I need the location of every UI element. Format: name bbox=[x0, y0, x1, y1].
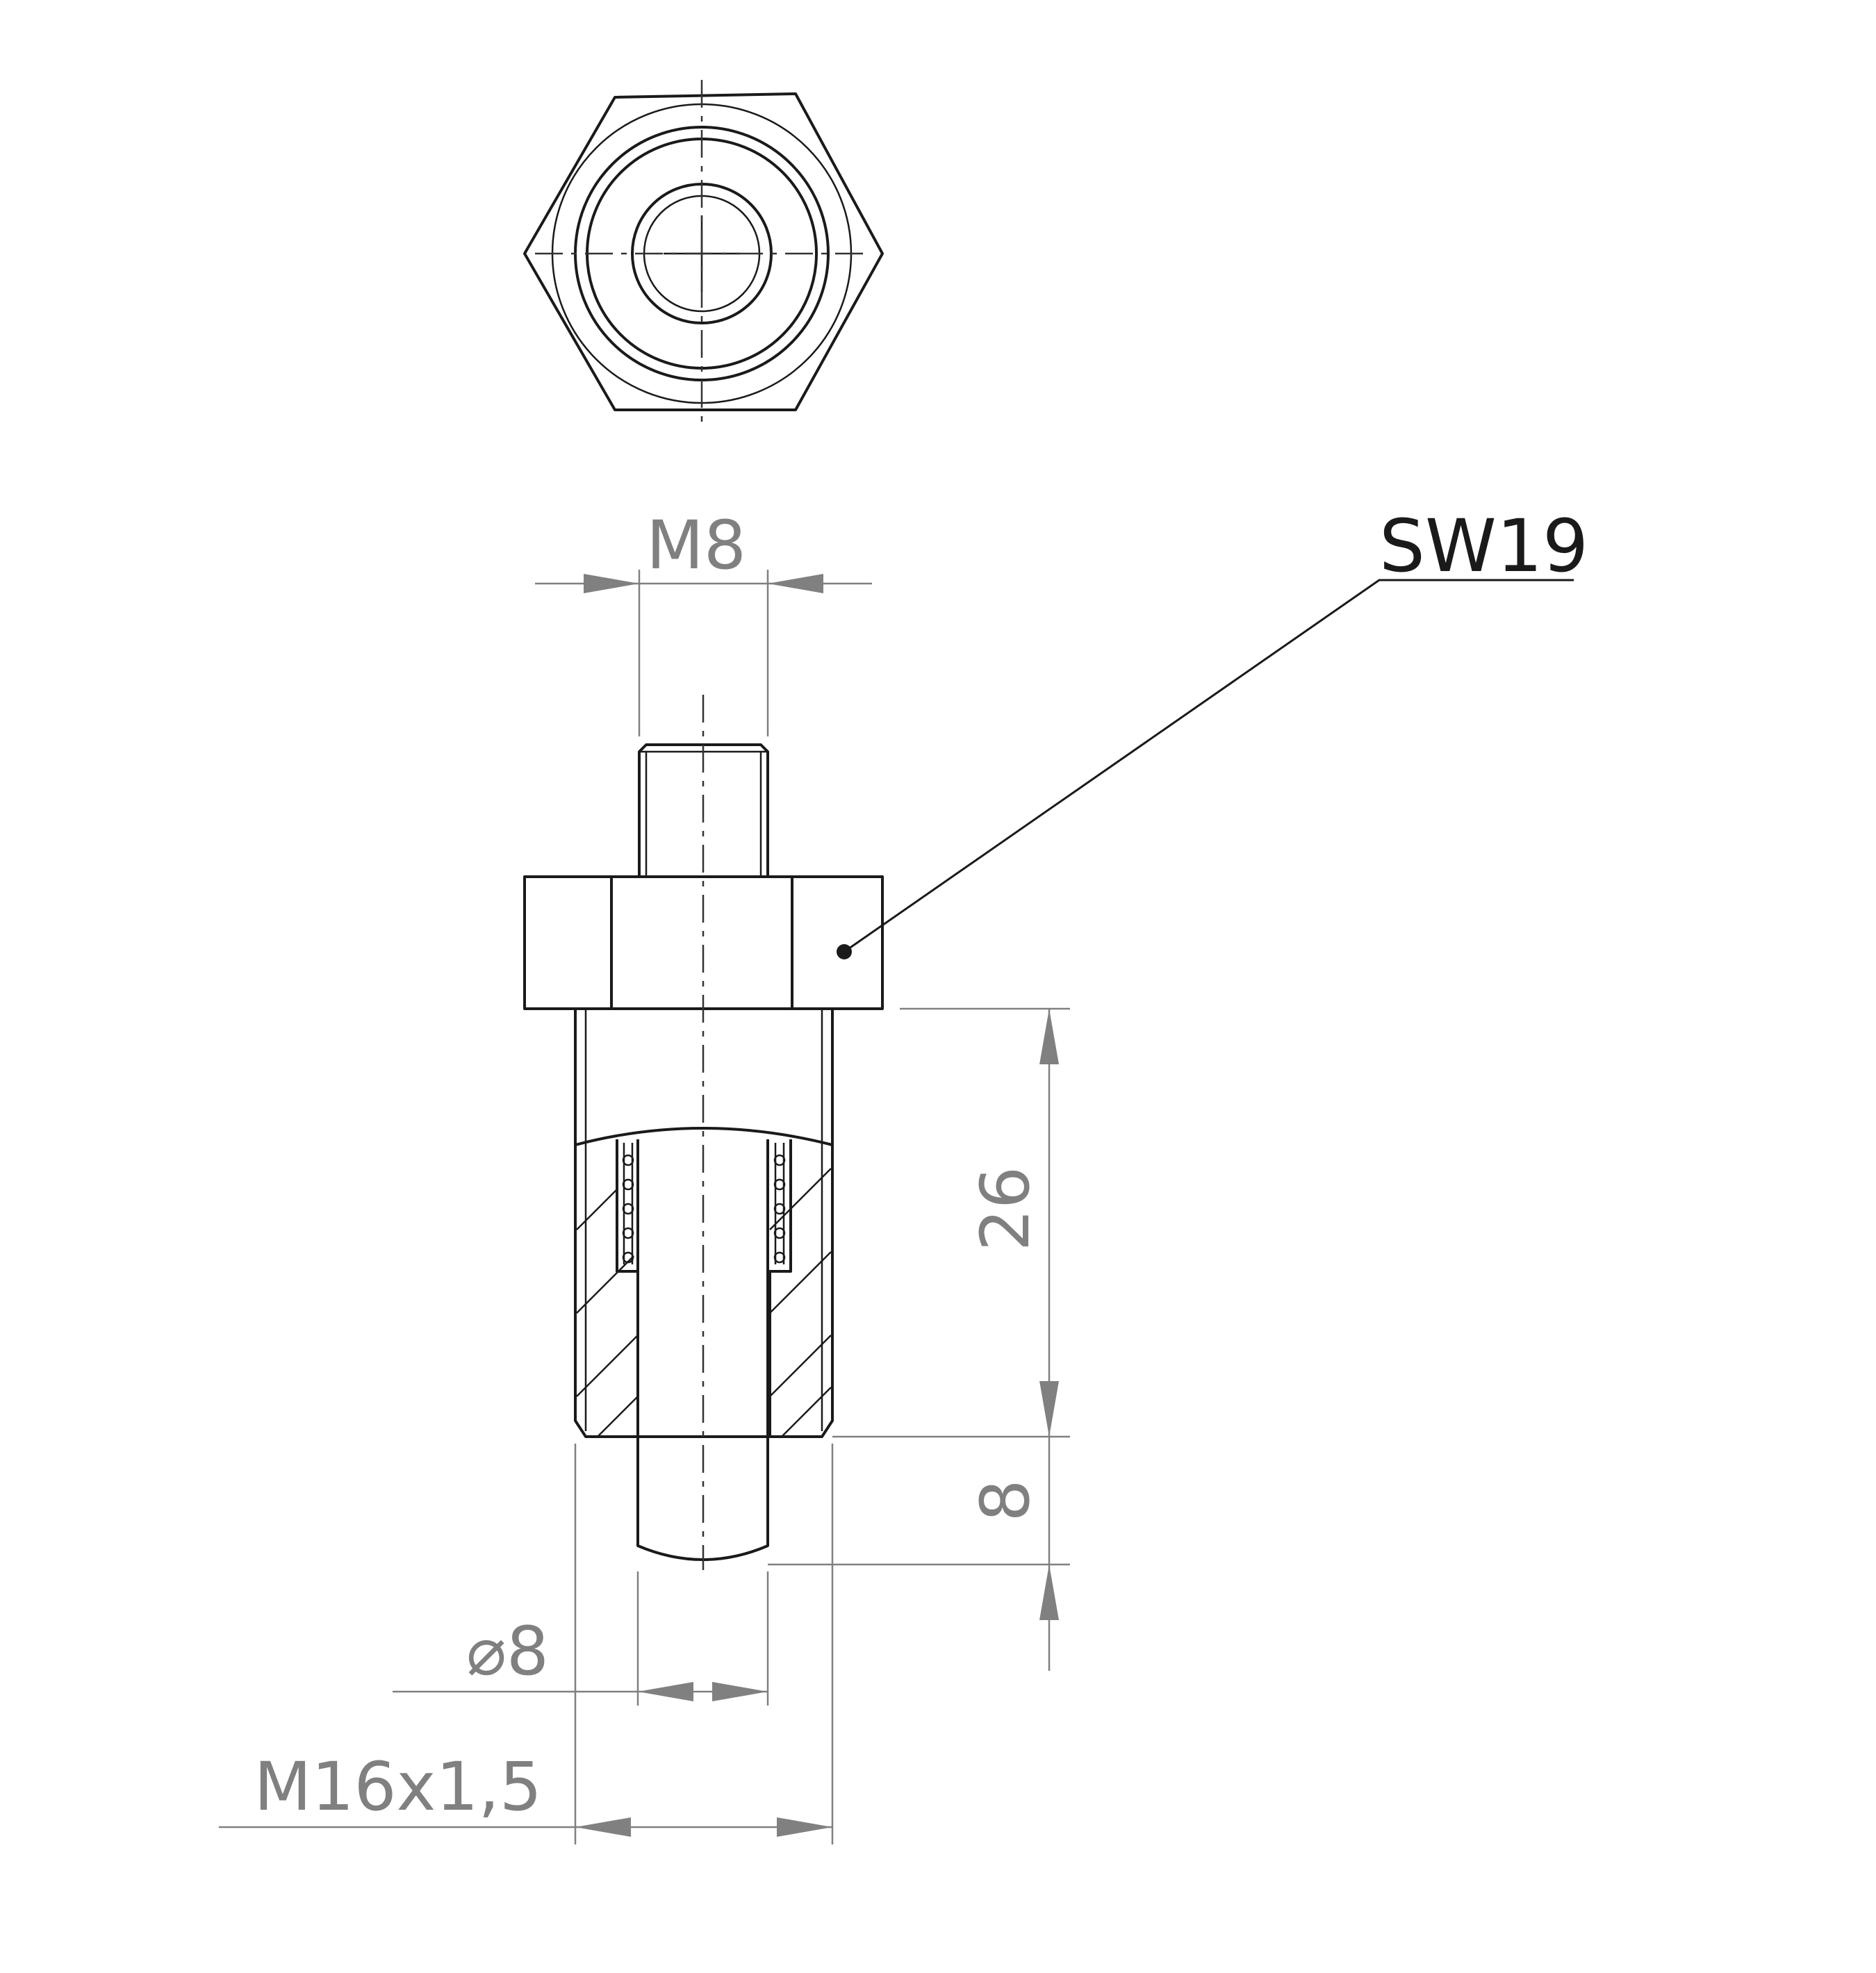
dim-m8-arrow-left bbox=[584, 574, 639, 593]
dim-8-arrow-bottom bbox=[1039, 1565, 1059, 1620]
bore-left-wall bbox=[616, 1139, 639, 1437]
dim-d8-arrow-right bbox=[712, 1682, 768, 1701]
dim-m16-label: M16x1,5 bbox=[254, 1748, 542, 1826]
dim-d8-arrow-left bbox=[638, 1682, 693, 1701]
dim-m16-arrow-left bbox=[575, 1817, 631, 1837]
dim-26-label: 26 bbox=[966, 1166, 1044, 1251]
sw19-leader-line bbox=[844, 579, 1574, 953]
dim-26-arrow-bottom bbox=[1039, 1381, 1059, 1437]
sw19-label: SW19 bbox=[1379, 504, 1588, 588]
spring-right bbox=[773, 1143, 786, 1264]
dim-m8-arrow-right bbox=[768, 574, 823, 593]
dim-d8-label: ⌀8 bbox=[466, 1612, 549, 1690]
section-hatch-right bbox=[769, 1168, 832, 1437]
dim-8-label: 8 bbox=[966, 1479, 1044, 1521]
spring-left bbox=[622, 1143, 634, 1264]
dim-26-arrow-top bbox=[1039, 1009, 1059, 1064]
top-view bbox=[523, 80, 884, 427]
dim-m8-label: M8 bbox=[646, 506, 746, 584]
hex-outline bbox=[523, 92, 884, 411]
bore-right-wall bbox=[768, 1139, 792, 1437]
section-break-line bbox=[575, 1127, 833, 1146]
section-hatch-left bbox=[576, 1189, 639, 1437]
side-view bbox=[523, 695, 884, 1570]
dim-m16-arrow-right bbox=[777, 1817, 832, 1837]
dimensions: M8 SW19 26 8 ⌀8 M16x1,5 bbox=[219, 504, 1588, 1844]
